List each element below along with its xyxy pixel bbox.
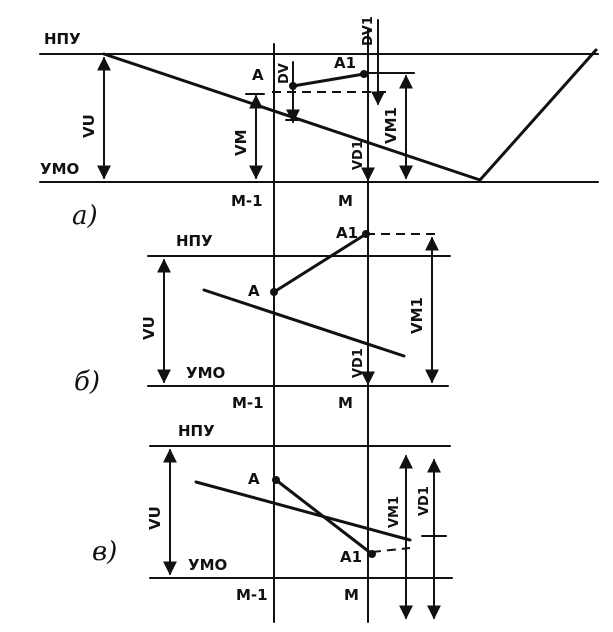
section-m-label-b: M [338,394,353,412]
dispatch-line-b [202,288,406,358]
point-a-dot-v [272,476,280,484]
point-a-label-a: A [252,66,264,84]
vm-label-a: VM [232,129,250,156]
case-label-v: в) [92,537,117,567]
a-to-a1-line-v [274,478,374,556]
vd1-label-b: VD1 [351,348,366,378]
point-a-label-b: A [248,282,260,300]
point-a1-dot-a [360,70,368,78]
vm1-label-a: VM1 [382,107,400,144]
npu-label-b: НПУ [176,232,213,250]
npu-label-a: НПУ [44,30,81,48]
point-a1-label-v: A1 [340,548,362,566]
umo-label-v: УМО [188,556,227,574]
vd1-label-a: VD1 [351,140,366,170]
a-to-a1-line-a [291,72,366,88]
section-m-minus-1-label-a: M-1 [231,192,263,210]
dv-label-a: DV [277,63,292,84]
case-label-b: б) [74,367,100,397]
umo-label-a: УМО [40,160,79,178]
spillway-line-a [478,48,598,182]
panel-b: НПУ УМО VU A A1 VM1 VD1 M-1 M б) [74,224,451,412]
point-a1-dot-v [368,550,376,558]
section-m-minus-1-label-v: M-1 [236,586,268,604]
vu-label-v: VU [146,506,164,530]
panel-a: НПУ УМО VU A A1 VM DV DV1 VM1 VD1 M- [39,16,599,231]
vm1-label-v: VM1 [387,496,402,528]
point-a-dot-b [270,288,278,296]
point-a1-label-b: A1 [336,224,358,242]
vu-label-b: VU [140,316,158,340]
npu-label-v: НПУ [178,422,215,440]
panel-v: НПУ УМО VU A A1 VM1 VD1 M-1 M в) [92,422,453,620]
dv1-label-a: DV1 [361,16,376,46]
section-m-minus-1-label-b: M-1 [232,394,264,412]
point-a1-label-a: A1 [334,54,356,72]
umo-label-b: УМО [186,364,225,382]
case-label-a: а) [72,201,98,231]
vu-label-a: VU [80,114,98,138]
point-a-label-v: A [248,470,260,488]
dispatch-line-v [194,480,412,542]
vd1-label-v: VD1 [417,486,432,516]
a-to-a1-line-b [272,232,368,294]
section-verticals [273,29,369,623]
section-m-label-a: M [338,192,353,210]
point-a1-dot-b [362,230,370,238]
vm1-label-b: VM1 [408,297,426,334]
section-m-label-v: M [344,586,359,604]
dashed-level-v [371,547,411,553]
